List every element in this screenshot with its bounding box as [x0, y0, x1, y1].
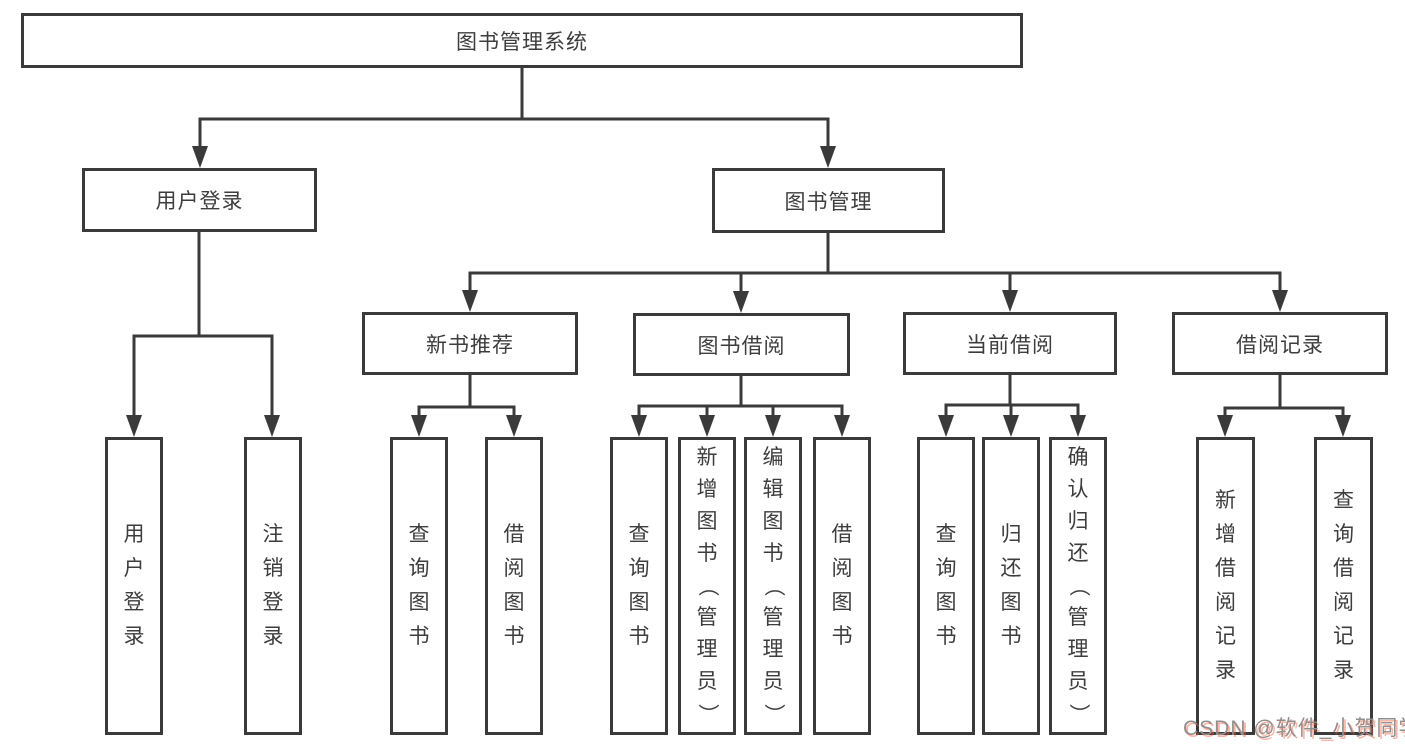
csdn-watermark: CSDN @软件_小贺同学	[1183, 717, 1405, 740]
node-leaf-query-book-2-label: 查询图书	[628, 523, 650, 648]
node-leaf-borrow-book-1: 借阅图书	[485, 437, 543, 735]
node-root-label: 图书管理系统	[456, 30, 588, 54]
node-leaf-user-login: 用户登录	[105, 437, 163, 735]
node-user-login: 用户登录	[82, 168, 317, 232]
node-leaf-return-book-label: 归还图书	[1000, 523, 1022, 648]
node-leaf-query-book-2: 查询图书	[610, 437, 668, 735]
node-book-management: 图书管理	[712, 168, 945, 233]
node-new-book-recommend-label: 新书推荐	[426, 333, 514, 357]
node-leaf-query-book-1: 查询图书	[390, 437, 448, 735]
node-book-management-label: 图书管理	[784, 190, 873, 214]
node-leaf-query-borrow-record: 查询借阅记录	[1314, 437, 1373, 735]
node-current-borrow-label: 当前借阅	[966, 333, 1054, 357]
node-leaf-add-borrow-record: 新增借阅记录	[1196, 437, 1255, 735]
node-leaf-confirm-return-admin-label: 确认归还（管理员）	[1067, 446, 1090, 725]
node-leaf-borrow-book-1-label: 借阅图书	[503, 523, 525, 648]
node-leaf-add-borrow-record-label: 新增借阅记录	[1215, 489, 1236, 682]
node-leaf-borrow-book-2-label: 借阅图书	[831, 523, 853, 648]
node-leaf-edit-book-admin-label: 编辑图书（管理员）	[762, 446, 785, 725]
node-root: 图书管理系统	[21, 13, 1023, 68]
node-leaf-user-login-label: 用户登录	[123, 523, 145, 648]
node-new-book-recommend: 新书推荐	[362, 312, 578, 375]
node-leaf-edit-book-admin: 编辑图书（管理员）	[744, 437, 802, 735]
node-leaf-logout-label: 注销登录	[262, 523, 284, 648]
node-leaf-query-borrow-record-label: 查询借阅记录	[1333, 489, 1354, 682]
node-user-login-label: 用户登录	[155, 190, 244, 213]
node-book-borrow-label: 图书借阅	[697, 334, 786, 358]
node-leaf-query-book-3-label: 查询图书	[935, 523, 957, 648]
node-borrow-records-label: 借阅记录	[1236, 333, 1324, 357]
node-leaf-add-book-admin-label: 新增图书（管理员）	[696, 446, 719, 725]
node-leaf-query-book-3: 查询图书	[917, 437, 975, 735]
node-leaf-query-book-1-label: 查询图书	[408, 523, 430, 648]
node-leaf-confirm-return-admin: 确认归还（管理员）	[1049, 437, 1107, 735]
node-book-borrow: 图书借阅	[633, 313, 850, 376]
node-leaf-logout: 注销登录	[244, 437, 302, 735]
node-leaf-add-book-admin: 新增图书（管理员）	[678, 437, 736, 735]
node-current-borrow: 当前借阅	[903, 312, 1117, 375]
node-leaf-borrow-book-2: 借阅图书	[813, 437, 871, 735]
node-leaf-return-book: 归还图书	[982, 437, 1040, 735]
node-borrow-records: 借阅记录	[1172, 312, 1388, 375]
